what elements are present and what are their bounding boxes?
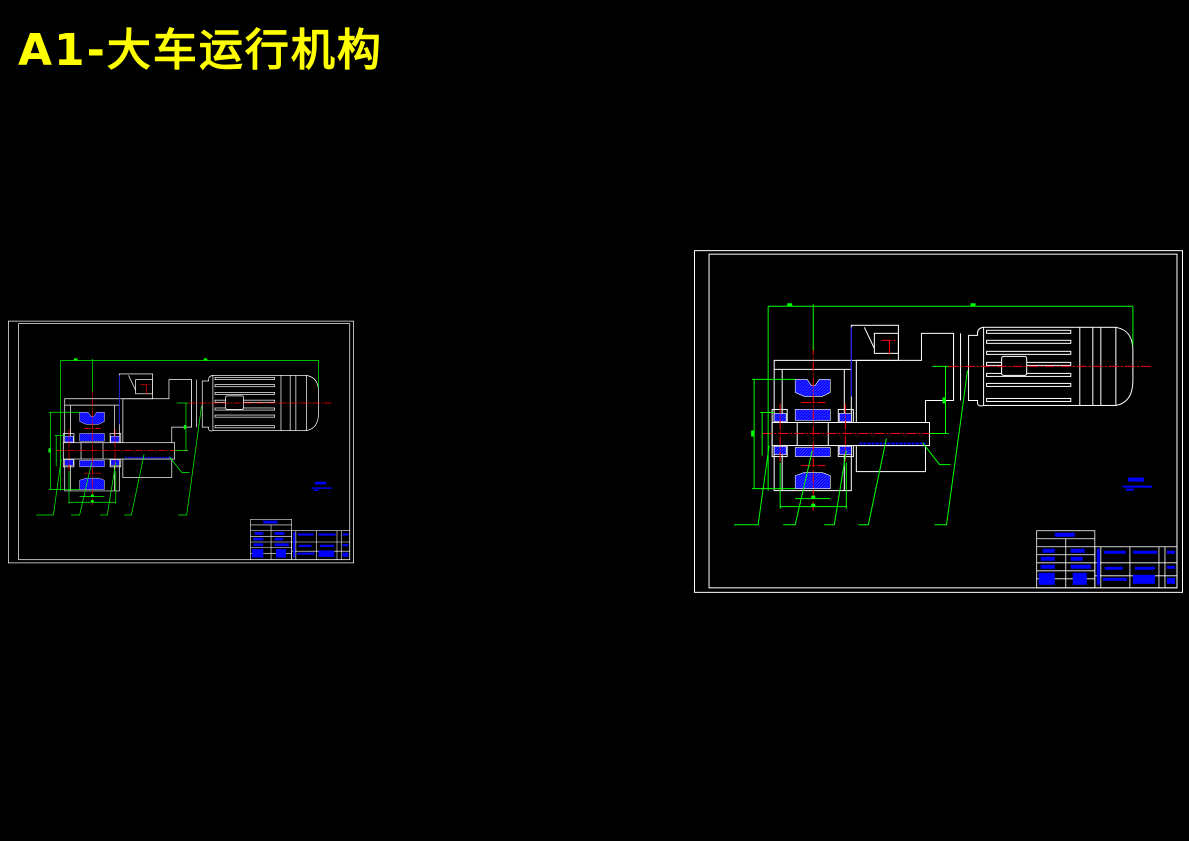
drawing-sheet-large bbox=[694, 250, 1183, 593]
drawing-sheet-small bbox=[8, 320, 354, 564]
page-title: A1-大车运行机构 bbox=[18, 25, 383, 76]
